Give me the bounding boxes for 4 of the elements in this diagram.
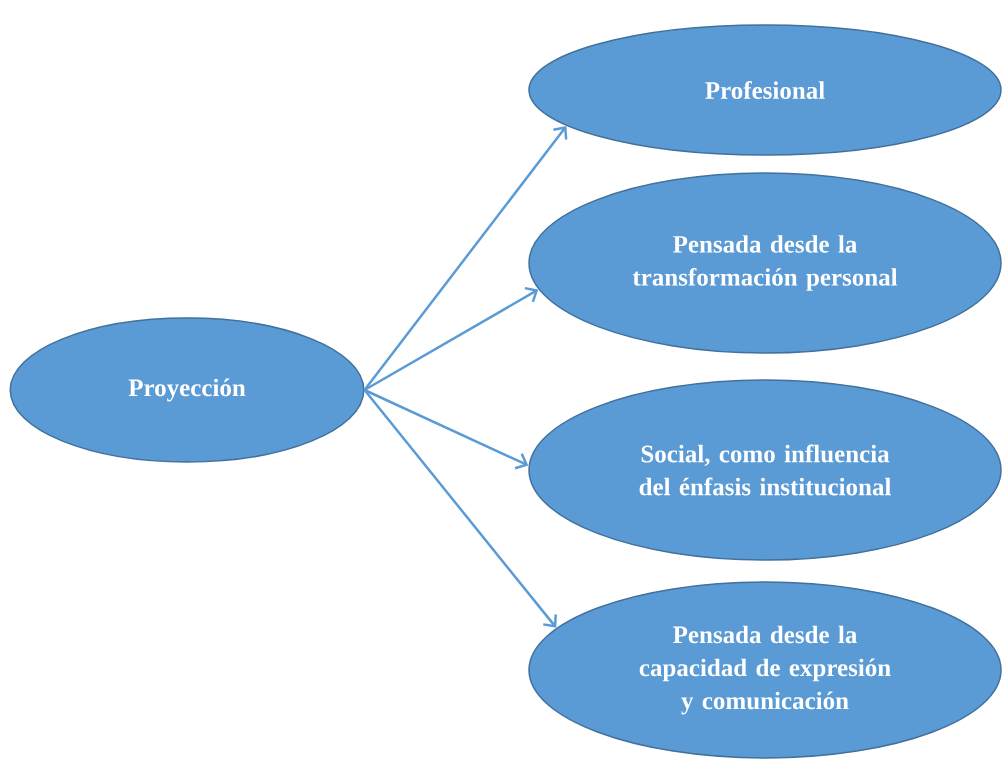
arrow	[363, 389, 557, 628]
arrow	[363, 286, 539, 392]
arrow	[363, 126, 568, 391]
arrow	[364, 388, 529, 470]
